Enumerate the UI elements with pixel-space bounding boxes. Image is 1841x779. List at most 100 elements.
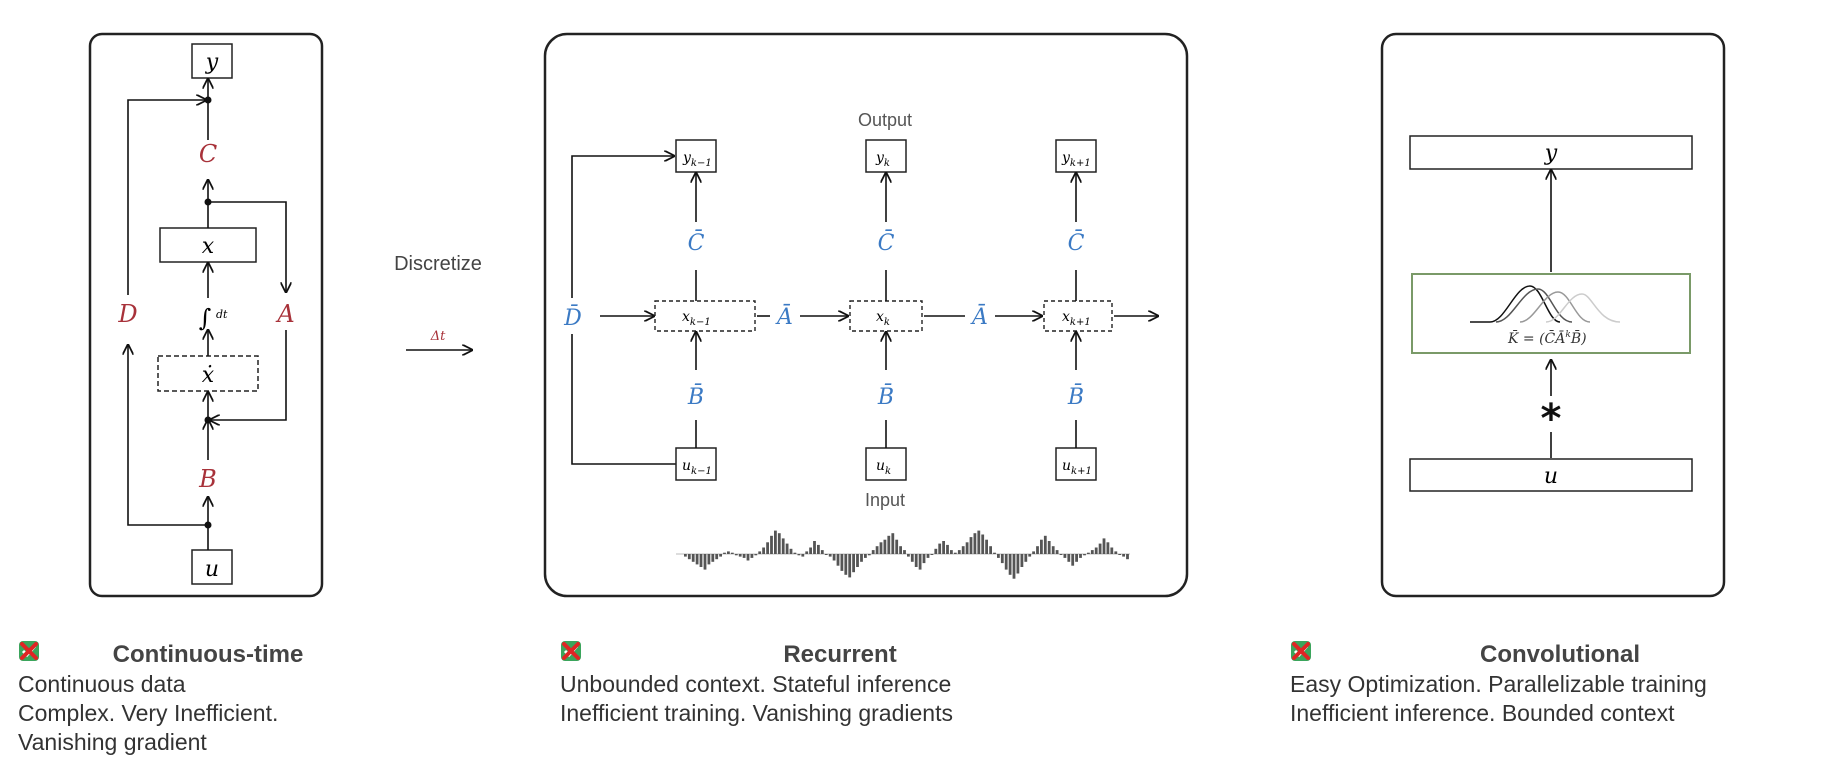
waveform-bar (914, 554, 918, 567)
waveform-bar (950, 550, 953, 554)
waveform-bar (738, 554, 742, 557)
waveform-bar (1040, 539, 1043, 554)
waveform-bar (1059, 554, 1063, 555)
b-bar-label-1: B̄ (687, 383, 704, 410)
waveform-bar (1016, 554, 1020, 574)
b-matrix-label: B (198, 465, 217, 493)
waveform-bar (946, 544, 949, 554)
waveform-bar (985, 539, 988, 554)
waveform-bar (828, 554, 832, 557)
waveform-bar (727, 551, 730, 554)
waveform-bar (981, 534, 985, 554)
continuous-pro: Continuous data (18, 641, 398, 699)
waveform-bar (1075, 554, 1078, 562)
waveform-bar (824, 554, 828, 555)
waveform-bar (797, 554, 801, 556)
waveform-bar (762, 547, 765, 554)
y-box (191, 43, 233, 79)
waveform-bar (754, 554, 758, 556)
waveform-bar (993, 552, 996, 554)
waveform-bar (910, 554, 914, 562)
waveform-bar (875, 546, 879, 554)
waveform-bar (687, 554, 691, 560)
waveform-bar (1114, 551, 1118, 554)
continuous-caption: Continuous-time Continuous data Complex.… (18, 640, 398, 757)
waveform-bar (969, 537, 973, 554)
convolution-operator: * (1541, 396, 1562, 442)
waveform-bar (734, 554, 738, 556)
delta-t-label: Δt (430, 329, 446, 344)
kernel-box (1411, 273, 1691, 354)
continuous-frame (88, 32, 324, 598)
waveform-bar (1102, 538, 1106, 554)
step-k-minus-1: yk−1 xk−1 uk−1 B̄ C̄ (654, 139, 756, 481)
waveform-bar (684, 554, 687, 557)
waveform-bar (848, 554, 852, 578)
waveform-bar (1071, 554, 1075, 566)
cross-icon (20, 642, 38, 660)
step-k: yk xk uk B̄ C̄ (849, 139, 923, 481)
waveform-bar (766, 542, 769, 554)
waveform-bar (832, 554, 836, 561)
waveform-bar (879, 542, 883, 554)
conv-u-box (1409, 458, 1693, 492)
a-bar-label-1: Ā (775, 304, 793, 330)
recurrent-title: Recurrent (783, 641, 897, 668)
convolutional-title: Convolutional (1480, 641, 1640, 668)
waveform-bar (907, 554, 910, 557)
waveform-bar (922, 554, 926, 564)
waveform-bar (801, 554, 805, 557)
waveform-bar (691, 554, 695, 562)
kernel-curves (1470, 285, 1621, 323)
waveform-bar (774, 530, 777, 554)
svg-text:yk−1: yk−1 (682, 150, 712, 169)
x-label: x (202, 234, 215, 259)
svg-text:yk+1: yk+1 (1061, 150, 1091, 169)
recurrent-con: Inefficient training. Vanishing gradient… (560, 642, 1120, 728)
waveform-bar (903, 550, 906, 554)
waveform-bar (793, 552, 797, 554)
cross-icon (562, 642, 580, 660)
waveform-bar (820, 550, 824, 554)
integral-symbol: ∫ (199, 304, 212, 332)
waveform-bar (1008, 554, 1012, 575)
waveform-bar (699, 554, 703, 567)
continuous-con-2: Vanishing gradient (18, 729, 207, 755)
waveform-bar (1036, 546, 1039, 554)
waveform-bar (789, 548, 793, 554)
waveform-bar (1055, 550, 1059, 554)
kernel-equation: K̄ = (C̄ĀkB̄) (1507, 329, 1587, 347)
recurrent-panel: Output Input D̄ Ā Ā yk−1 xk−1 uk−1 B̄ C̄ (543, 32, 1189, 598)
d-bar-label: D̄ (563, 304, 582, 331)
svg-text:xk−1: xk−1 (682, 309, 711, 328)
waveform-bar (997, 554, 1000, 558)
waveform-bar (930, 554, 934, 555)
waveform-bar (1110, 547, 1114, 554)
waveform-bar (1106, 542, 1110, 554)
svg-text:xk: xk (876, 309, 890, 328)
c-bar-label-1: C̄ (688, 229, 705, 256)
input-label: Input (865, 490, 905, 510)
waveform-bar (1000, 554, 1004, 564)
step-k-plus-1: yk+1 xk+1 uk+1 B̄ C̄ (1043, 139, 1113, 481)
xdot-label: ẋ (202, 363, 215, 388)
waveform-bar (942, 541, 945, 554)
waveform-bar (1090, 550, 1094, 554)
waveform-bar (1083, 554, 1086, 556)
b-bar-label-3: B̄ (1067, 383, 1084, 410)
a-bar-label-2: Ā (970, 304, 988, 330)
waveform-bar (1043, 535, 1047, 554)
waveform-bar (864, 554, 867, 558)
xdot-box (157, 355, 259, 392)
waveform-bar (977, 530, 981, 554)
waveform-bar (965, 542, 969, 554)
waveform-bar (844, 554, 848, 575)
waveform-bar (781, 538, 785, 554)
waveform-bar (1122, 554, 1125, 557)
conv-y-label: y (1544, 141, 1558, 166)
waveform-bar (961, 546, 965, 554)
cross-icon (1292, 642, 1310, 660)
continuous-con: Complex. Very Inefficient. (18, 642, 398, 728)
waveform-bar (1079, 554, 1082, 558)
